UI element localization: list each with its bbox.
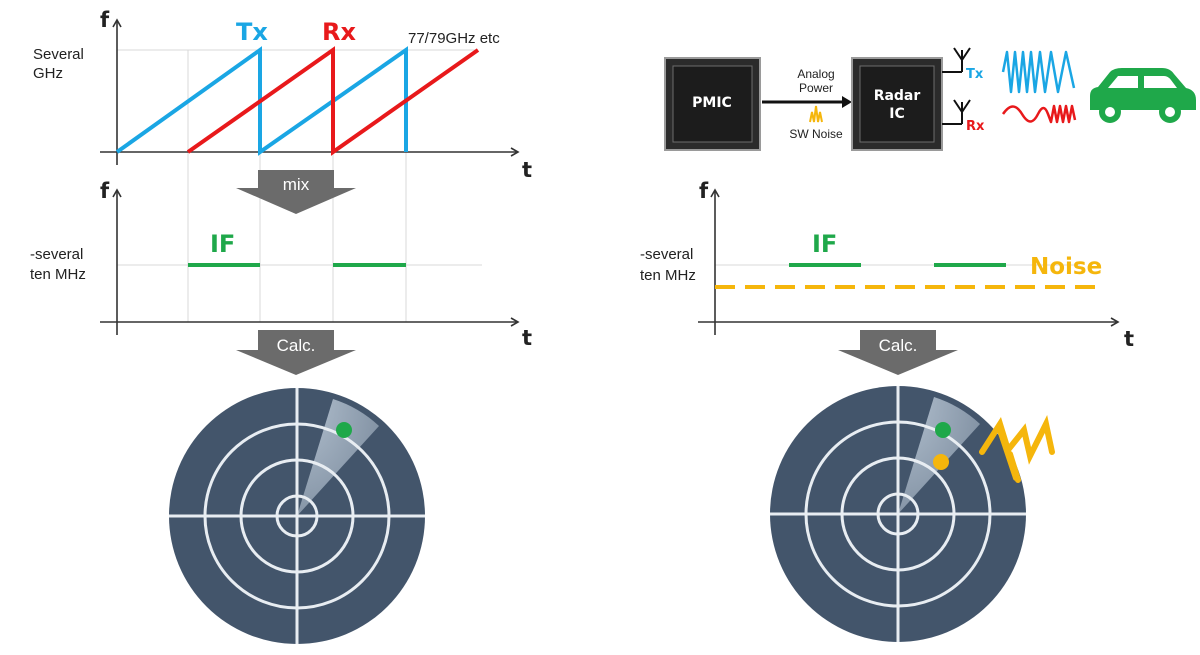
right-if-t-label: t <box>1124 327 1134 351</box>
left-calc-label: Calc. <box>277 336 316 355</box>
radar-ic-label-line2: IC <box>889 106 904 122</box>
left-if-f-label: f <box>100 179 110 203</box>
radar-ic-label-line1: Radar <box>874 88 921 104</box>
radar-ic-block: Radar IC <box>851 57 943 151</box>
right-if-y-label-line2: ten MHz <box>640 267 696 284</box>
left-if-y-label-line2: ten MHz <box>30 266 86 283</box>
left-top-y-label-line1: Several <box>33 46 84 63</box>
tx-chirp-wave <box>1001 50 1076 94</box>
right-if-label: IF <box>812 230 837 258</box>
mix-arrow: mix <box>236 170 356 214</box>
right-block-diagram: PMIC Analog Power SW Noise Radar IC Tx R… <box>664 47 1196 151</box>
tx-sawtooth-line <box>115 46 408 156</box>
rx-chirp-wave <box>1001 104 1077 124</box>
left-top-t-label: t <box>522 158 532 182</box>
rx-antenna-icon <box>942 99 971 125</box>
left-top-f-label: f <box>100 8 110 32</box>
left-if-chart: f t -several ten MHz IF <box>30 179 532 350</box>
right-if-f-label: f <box>699 179 709 203</box>
right-radar-scope <box>770 386 1026 642</box>
rx-sawtooth-line <box>186 46 480 156</box>
left-top-grid <box>117 49 475 152</box>
left-calc-arrow: Calc. <box>236 330 356 375</box>
car-icon <box>1090 68 1196 123</box>
right-noise-dot <box>933 454 949 470</box>
band-label: 77/79GHz etc <box>408 30 500 47</box>
tx-antenna-label: Tx <box>966 67 984 82</box>
rx-label: Rx <box>322 18 356 46</box>
right-if-chart: f t -several ten MHz IF Noise <box>640 179 1134 351</box>
right-calc-arrow: Calc. <box>838 330 958 375</box>
interference-zigzag-icon <box>979 415 1055 465</box>
tx-label: Tx <box>236 18 268 46</box>
left-if-label: IF <box>210 230 235 258</box>
interference-zigzag-tail <box>997 427 1021 483</box>
pmic-block: PMIC <box>664 57 761 151</box>
rx-antenna-label: Rx <box>966 119 985 134</box>
left-radar-scope <box>169 388 425 644</box>
right-calc-label: Calc. <box>879 336 918 355</box>
right-target-dot <box>935 422 951 438</box>
left-radar-sweep <box>297 399 379 516</box>
analog-label-line2: Power <box>799 81 833 95</box>
left-top-chart: f t Several GHz Tx Rx 77/79GHz etc <box>33 8 532 322</box>
left-target-dot <box>336 422 352 438</box>
noise-label: Noise <box>1030 254 1102 280</box>
left-if-y-label-line1: -several <box>30 246 83 263</box>
tx-antenna-icon <box>942 47 971 73</box>
sw-noise-squiggle <box>809 105 823 123</box>
left-if-t-label: t <box>522 326 532 350</box>
left-top-y-label-line2: GHz <box>33 65 63 82</box>
pmic-label: PMIC <box>692 95 732 111</box>
right-if-y-label-line1: -several <box>640 246 693 263</box>
mix-label: mix <box>283 175 310 194</box>
sw-noise-label: SW Noise <box>789 127 843 141</box>
analog-label-line1: Analog <box>797 67 834 81</box>
